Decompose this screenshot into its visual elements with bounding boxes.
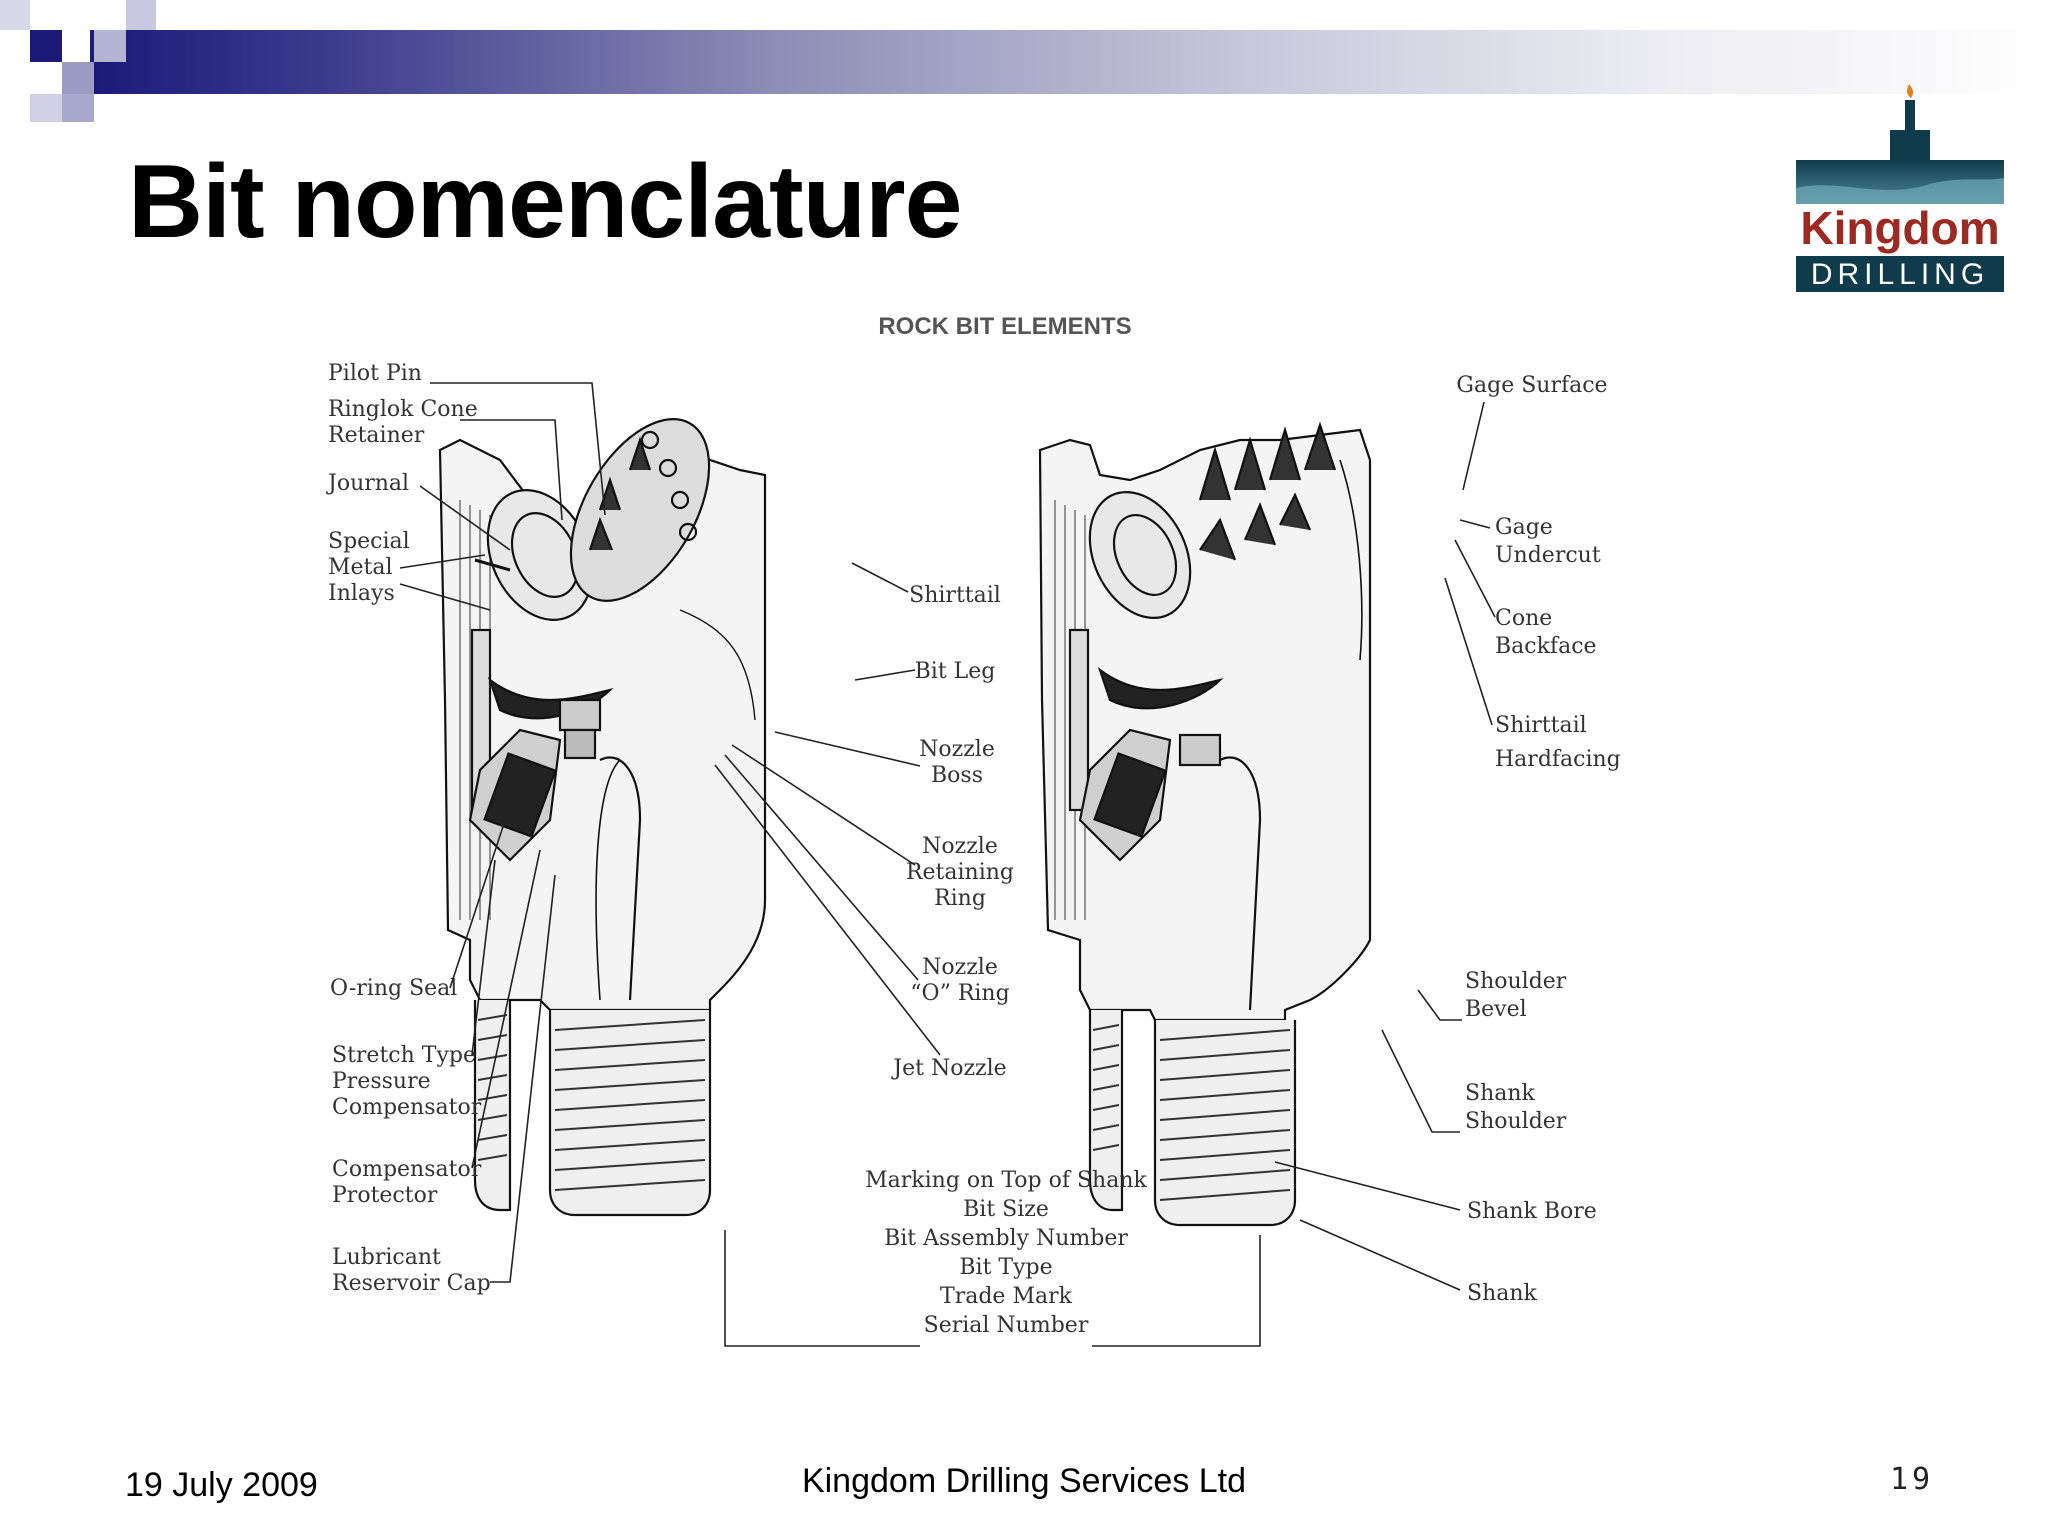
leader-gage-surface [1462,401,1485,491]
label-marking-4: Trade Mark [940,1284,1073,1309]
footer-company: Kingdom Drilling Services Ltd [801,1462,1247,1500]
label-shank-bore: Shank Bore [1467,1199,1597,1224]
leader-nozzle-ret [731,744,916,866]
footer-page-number: 19 [1890,1462,1935,1497]
label-comp-prot-1: Compensator [332,1157,482,1182]
flame-icon [1907,84,1914,98]
label-inlays: Inlays [328,581,395,606]
rock-bit-diagram: ROCK BIT ELEMENTS [326,313,1621,1347]
leader-shirttail-hardfacing [1444,577,1493,726]
label-shirttail-2: Hardfacing [1495,747,1621,772]
label-ringlok-2: Retainer [328,423,425,448]
label-pilot-pin: Pilot Pin [328,361,422,386]
label-shirttail-1: Shirttail [1495,713,1587,738]
label-gage-surface: Gage Surface [1456,373,1607,398]
header-square-mid [62,62,94,94]
label-lub-2: Reservoir Cap [332,1271,491,1296]
label-shank: Shank [1467,1281,1538,1306]
label-marking-2: Bit Assembly Number [884,1226,1128,1251]
label-stretch-2: Pressure [332,1069,431,1094]
label-gage-1: Gage [1495,515,1553,540]
label-metal: Metal [328,555,393,580]
leader-shank-bore [1274,1161,1461,1211]
leader-stretch [471,859,496,1056]
label-nozzle-ret-1: Nozzle [922,834,998,859]
label-shoulder-1: Shoulder [1465,969,1567,994]
center-labels: Shirttail Bit Leg Nozzle Boss Nozzle Ret… [714,562,1261,1347]
label-marking-3: Bit Type [959,1255,1052,1280]
leader-bit-leg [854,669,916,681]
label-nozzle-boss-1: Nozzle [919,737,995,762]
header-square-light3 [30,94,62,122]
label-bit-leg: Bit Leg [915,659,996,684]
right-labels: Gage Surface Gage Undercut Cone Backface… [1274,373,1621,1306]
header-square-light [0,0,30,30]
leader-journal [419,485,511,551]
header-square-mid2 [94,30,126,62]
leader-jet-nozzle [714,764,941,1056]
leader-shoulder-bevel [1417,989,1462,1021]
label-shank-sh-1: Shank [1465,1081,1536,1106]
header-square-dark [30,30,62,62]
leader-comp-prot [471,849,541,1169]
diagram-heading: ROCK BIT ELEMENTS [878,313,1131,340]
leader-nozzle-boss [774,731,921,767]
label-marking-0: Marking on Top of Shank [865,1168,1147,1193]
svg-text:Kingdom: Kingdom [1800,202,1999,254]
leader-nozzle-o [724,754,919,981]
leader-shank [1299,1219,1461,1291]
label-marking-5: Serial Number [924,1313,1089,1338]
label-stretch-1: Stretch Type [332,1043,476,1068]
header-square-mid3 [62,94,94,122]
label-gage-2: Undercut [1495,543,1601,568]
svg-text:DRILLING: DRILLING [1811,258,1989,291]
leader-marking-left [724,1230,920,1347]
leader-gage-undercut [1459,519,1491,529]
header-gradient-band [90,30,2048,94]
label-nozzle-ret-2: Retaining [906,860,1014,885]
label-marking-1: Bit Size [963,1197,1049,1222]
right-bit-illustration [1038,421,1372,1227]
label-journal: Journal [326,471,409,496]
label-stretch-3: Compensator [332,1095,482,1120]
leader-cone-backface [1454,539,1496,618]
label-shoulder-2: Bevel [1465,997,1527,1022]
leader-shank-shoulder [1381,1029,1460,1133]
label-cone-1: Cone [1495,606,1552,631]
label-nozzle-ret-3: Ring [934,886,986,911]
label-nozzle-boss-2: Boss [931,763,983,788]
footer-date: 19 July 2009 [125,1466,318,1504]
label-oring-seal: O-ring Seal [330,976,457,1001]
leader-ringlok [460,419,563,521]
label-nozzle-o-1: Nozzle [922,955,998,980]
leader-oring-seal [449,789,516,989]
label-shirttail: Shirttail [909,583,1001,608]
label-ringlok-1: Ringlok Cone [328,397,478,422]
leader-pilot-pin [430,382,606,516]
label-special: Special [328,529,410,554]
leader-shirttail [851,562,909,593]
left-labels: Pilot Pin Ringlok Cone Retainer Journal … [326,361,606,1296]
leader-marking-right [1092,1235,1261,1347]
left-bit-illustration [438,418,767,1217]
label-lub-1: Lubricant [332,1245,441,1270]
leader-special-metal [399,554,491,611]
label-comp-prot-2: Protector [332,1183,438,1208]
label-jet-nozzle: Jet Nozzle [891,1056,1006,1081]
kingdom-drilling-logo: Kingdom DRILLING [1796,84,2004,292]
slide-title: Bit nomenclature [128,144,962,260]
label-cone-2: Backface [1495,634,1597,659]
label-nozzle-o-2: “O” Ring [910,981,1009,1006]
header-square-light2 [126,0,156,30]
leader-lubricant [490,874,556,1283]
label-shank-sh-2: Shoulder [1465,1109,1567,1134]
